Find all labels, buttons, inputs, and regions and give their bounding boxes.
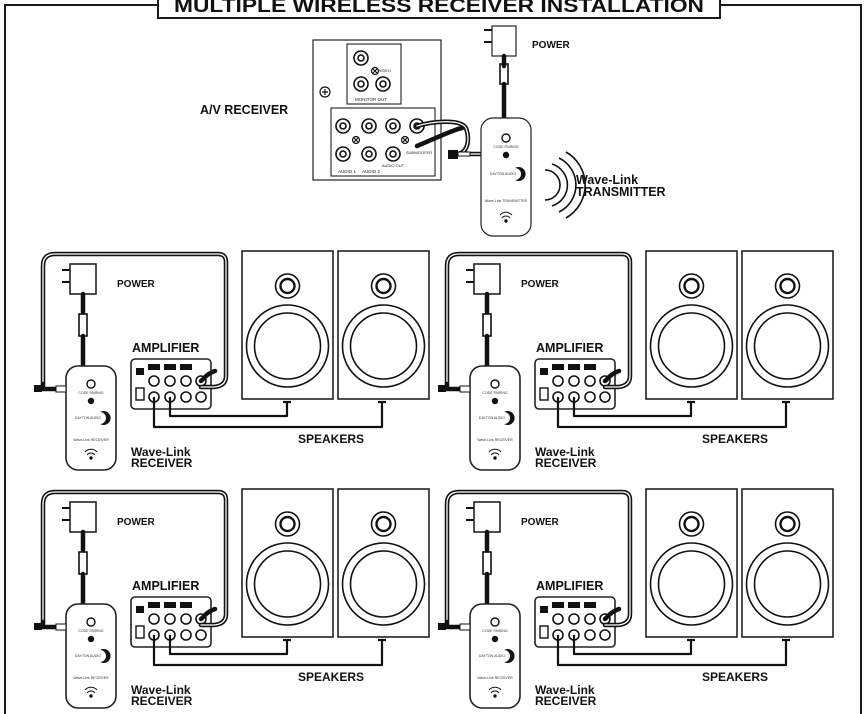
diagram-frame <box>4 4 862 714</box>
receiver-device-text: Wave-Link RECEIVER <box>477 438 513 442</box>
title-tab: MULTIPLE WIRELESS RECEIVER INSTALLATION <box>157 0 721 19</box>
wave-link-receiver: CODE PAIRING DAYTON AUDIO Wave-Link RECEIV… <box>65 603 117 709</box>
left-speaker <box>241 488 334 638</box>
wireless-signal-icon <box>544 151 586 219</box>
transmitter-device-text: Wave-Link TRANSMITTER <box>485 199 528 203</box>
right-speaker <box>741 250 834 400</box>
wave-link-receiver: CODE PAIRING DAYTON AUDIO Wave-Link RECEIV… <box>469 365 521 471</box>
power-adapter <box>466 263 501 369</box>
audio-cable <box>438 489 633 631</box>
wireless-icon <box>488 448 502 460</box>
power-adapter <box>62 501 97 607</box>
av-receiver-panel: MONITOR OUT VIDEO AUDIO 1 AUDIO 2 AUDIO … <box>312 39 442 181</box>
receiver-button-text: CODE PAIRING <box>482 629 507 633</box>
power-label: POWER <box>521 279 560 290</box>
power-label: POWER <box>521 517 560 528</box>
receiver-name-line2: RECEIVER <box>535 694 597 708</box>
transmitter-audio-cable <box>414 119 483 159</box>
amplifier <box>534 596 616 648</box>
receiver-device-text: Wave-Link RECEIVER <box>477 676 513 680</box>
left-speaker <box>645 488 738 638</box>
amplifier-label: AMPLIFIER <box>132 579 199 593</box>
av-label-monitor-out: MONITOR OUT <box>355 97 387 102</box>
av-receiver-label: A/V RECEIVER <box>200 103 288 117</box>
audio-cable <box>34 251 229 393</box>
speaker-wires <box>152 397 386 429</box>
amplifier-label: AMPLIFIER <box>536 341 603 355</box>
amplifier-label: AMPLIFIER <box>132 341 199 355</box>
wave-link-receiver: CODE PAIRING DAYTON AUDIO Wave-Link RECEIV… <box>469 603 521 709</box>
av-receiver-body <box>312 39 442 181</box>
power-label: POWER <box>117 517 156 528</box>
wave-link-receiver: CODE PAIRING DAYTON AUDIO Wave-Link RECEIV… <box>65 365 117 471</box>
receiver-name-line1: Wave-Link <box>535 683 595 697</box>
receiver-name-line2: RECEIVER <box>535 456 597 470</box>
av-label-audio1: AUDIO 1 <box>338 169 357 174</box>
wireless-icon <box>84 448 98 460</box>
receiver-brand: DAYTON AUDIO <box>75 654 101 658</box>
left-speaker <box>241 250 334 400</box>
receiver-device-text: Wave-Link RECEIVER <box>73 676 109 680</box>
speaker-wires <box>556 397 790 429</box>
audio-cable <box>438 251 633 393</box>
right-speaker <box>741 488 834 638</box>
av-label-subwoofer: SUBWOOFER <box>406 150 432 155</box>
transmitter-name-line2: TRANSMITTER <box>576 185 666 199</box>
av-label-audio-out: AUDIO OUT <box>382 163 405 168</box>
wireless-icon <box>84 686 98 698</box>
receiver-brand: DAYTON AUDIO <box>75 416 101 420</box>
amplifier-label: AMPLIFIER <box>536 579 603 593</box>
wireless-icon <box>488 686 502 698</box>
right-speaker <box>337 250 430 400</box>
receiver-name-line2: RECEIVER <box>131 456 193 470</box>
receiver-name-line1: Wave-Link <box>131 683 191 697</box>
transmitter-power-adapter <box>484 25 517 121</box>
wave-link-transmitter: CODE PAIRING DAYTON AUDIO Wave-Link TRAN… <box>480 117 532 237</box>
speakers-label: SPEAKERS <box>298 432 364 446</box>
power-label: POWER <box>117 279 156 290</box>
right-speaker <box>337 488 430 638</box>
transmitter-power-label: POWER <box>532 40 571 51</box>
receiver-brand: DAYTON AUDIO <box>479 416 505 420</box>
power-adapter <box>62 263 97 369</box>
audio-cable <box>34 489 229 631</box>
transmitter-name-line1: Wave-Link <box>576 173 638 187</box>
speaker-wires <box>556 635 790 667</box>
transmitter-wireless-icon <box>499 211 513 223</box>
receiver-button-text: CODE PAIRING <box>78 391 103 395</box>
av-label-audio2: AUDIO 2 <box>362 169 381 174</box>
receiver-button-text: CODE PAIRING <box>78 629 103 633</box>
amplifier <box>534 358 616 410</box>
speakers-label: SPEAKERS <box>702 670 768 684</box>
speakers-label: SPEAKERS <box>702 432 768 446</box>
left-speaker <box>645 250 738 400</box>
transmitter-button-text: CODE PAIRING <box>493 145 518 149</box>
speaker-wires <box>152 635 386 667</box>
receiver-brand: DAYTON AUDIO <box>479 654 505 658</box>
receiver-name-line1: Wave-Link <box>131 445 191 459</box>
receiver-device-text: Wave-Link RECEIVER <box>73 438 109 442</box>
power-adapter <box>466 501 501 607</box>
receiver-name-line1: Wave-Link <box>535 445 595 459</box>
receiver-name-line2: RECEIVER <box>131 694 193 708</box>
receiver-button-text: CODE PAIRING <box>482 391 507 395</box>
speakers-label: SPEAKERS <box>298 670 364 684</box>
transmitter-brand: DAYTON AUDIO <box>490 172 516 176</box>
av-label-video: VIDEO <box>379 68 391 73</box>
page-title: MULTIPLE WIRELESS RECEIVER INSTALLATION <box>174 0 704 17</box>
amplifier <box>130 358 212 410</box>
